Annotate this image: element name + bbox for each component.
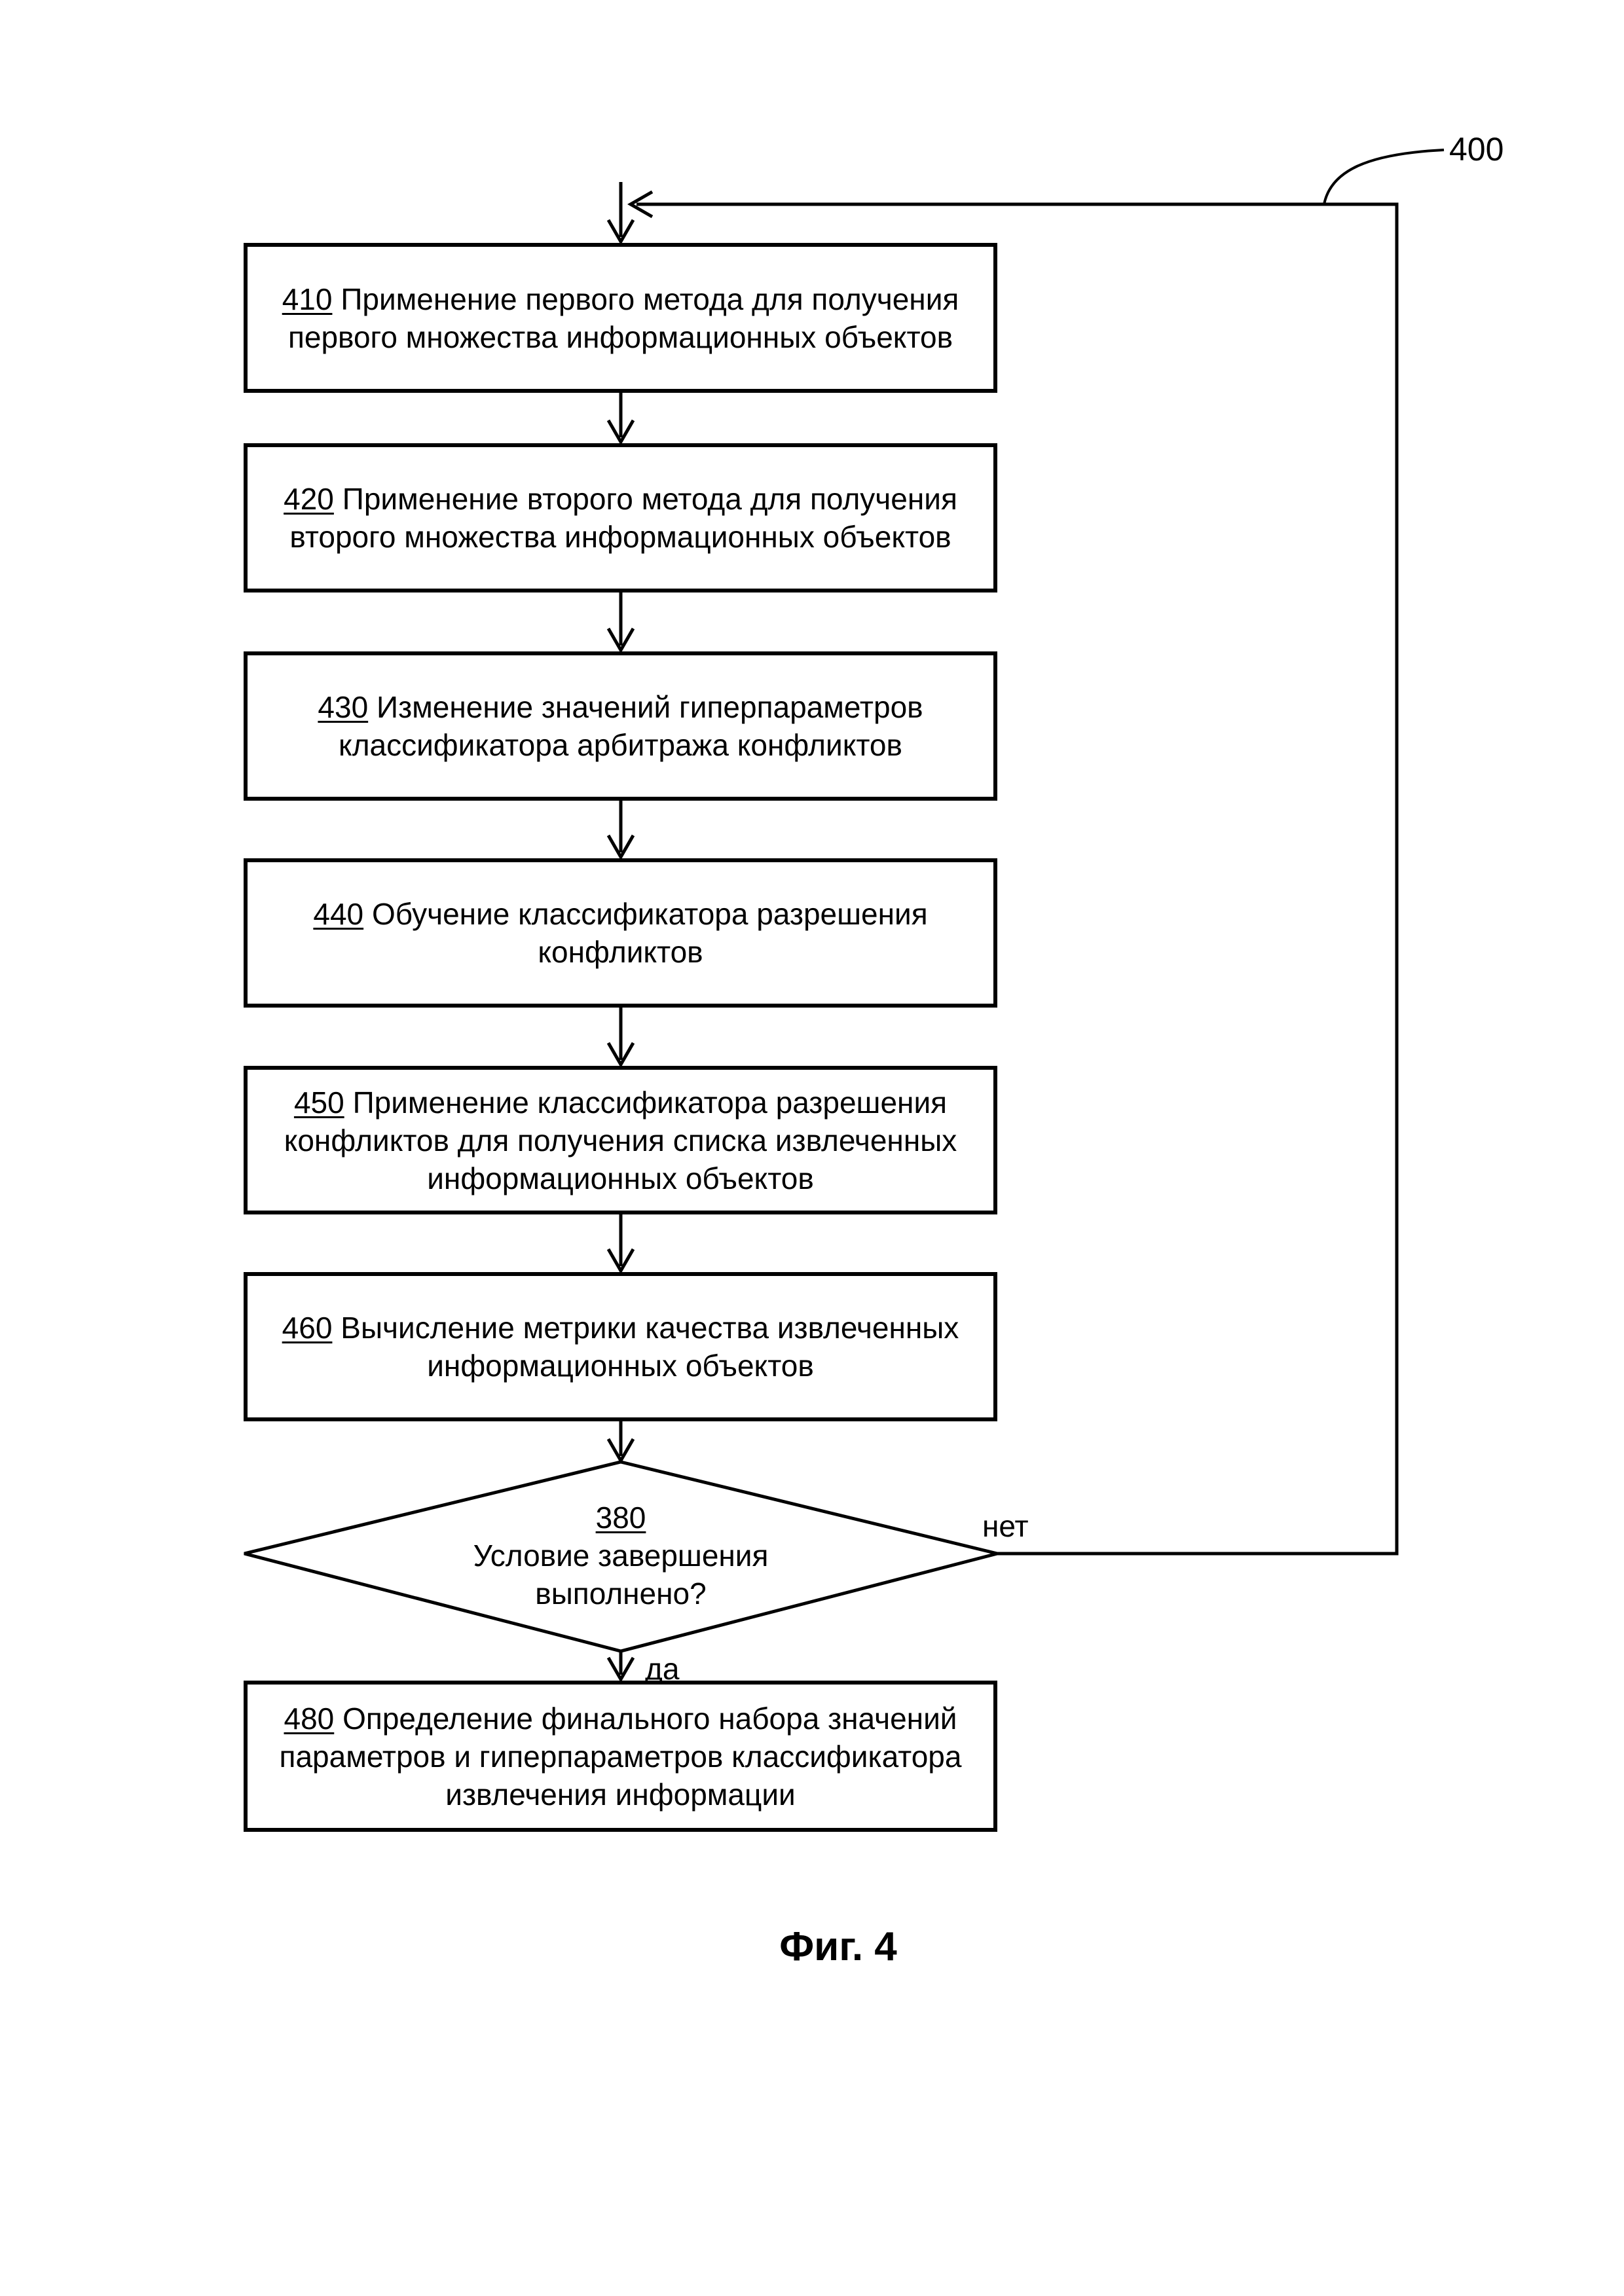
step-410-label: Применение первого метода для получения … xyxy=(287,282,959,354)
step-450-label: Применение классификатора разрешения кон… xyxy=(284,1085,957,1195)
arrow-410-420 xyxy=(606,393,635,446)
arrow-460-380 xyxy=(606,1421,635,1465)
arrow-440-450 xyxy=(606,1008,635,1068)
figure-ref-numeral: 400 xyxy=(1449,131,1504,168)
decision-380-text: 380 Условие завершения выполнено? xyxy=(392,1499,850,1613)
step-440-number: 440 xyxy=(313,897,364,931)
step-480-label: Определение финального набора значений п… xyxy=(279,1701,962,1812)
branch-no-label: нет xyxy=(982,1509,1029,1543)
feedback-line xyxy=(637,202,1399,1556)
step-430-number: 430 xyxy=(318,690,369,724)
arrow-420-430 xyxy=(606,592,635,654)
step-450-number: 450 xyxy=(293,1085,344,1120)
step-460-number: 460 xyxy=(282,1311,333,1345)
step-410-number: 410 xyxy=(282,282,333,316)
arrow-450-460 xyxy=(606,1213,635,1275)
step-420-number: 420 xyxy=(284,482,334,516)
step-460-label: Вычисление метрики качества извлеченных … xyxy=(341,1311,959,1383)
entry-arrowhead-icon xyxy=(606,219,635,246)
ref-leader-line xyxy=(1323,149,1445,205)
step-420-label: Применение второго метода для получения … xyxy=(289,482,957,554)
figure-caption: Фиг. 4 xyxy=(779,1924,897,1969)
decision-380-number: 380 xyxy=(595,1501,646,1535)
decision-380-line1: Условие завершения xyxy=(473,1539,769,1573)
branch-yes-label: да xyxy=(645,1652,680,1686)
step-440-label: Обучение классификатора разрешения конфл… xyxy=(372,897,928,969)
arrow-430-440 xyxy=(606,801,635,861)
decision-diamond xyxy=(244,1460,998,1653)
decision-380-line2: выполнено? xyxy=(535,1576,707,1611)
step-480-number: 480 xyxy=(284,1701,335,1736)
feedback-arrowhead-icon xyxy=(627,190,654,219)
arrow-380-480 xyxy=(606,1651,635,1683)
step-430-label: Изменение значений гиперпараметров класс… xyxy=(339,690,923,762)
